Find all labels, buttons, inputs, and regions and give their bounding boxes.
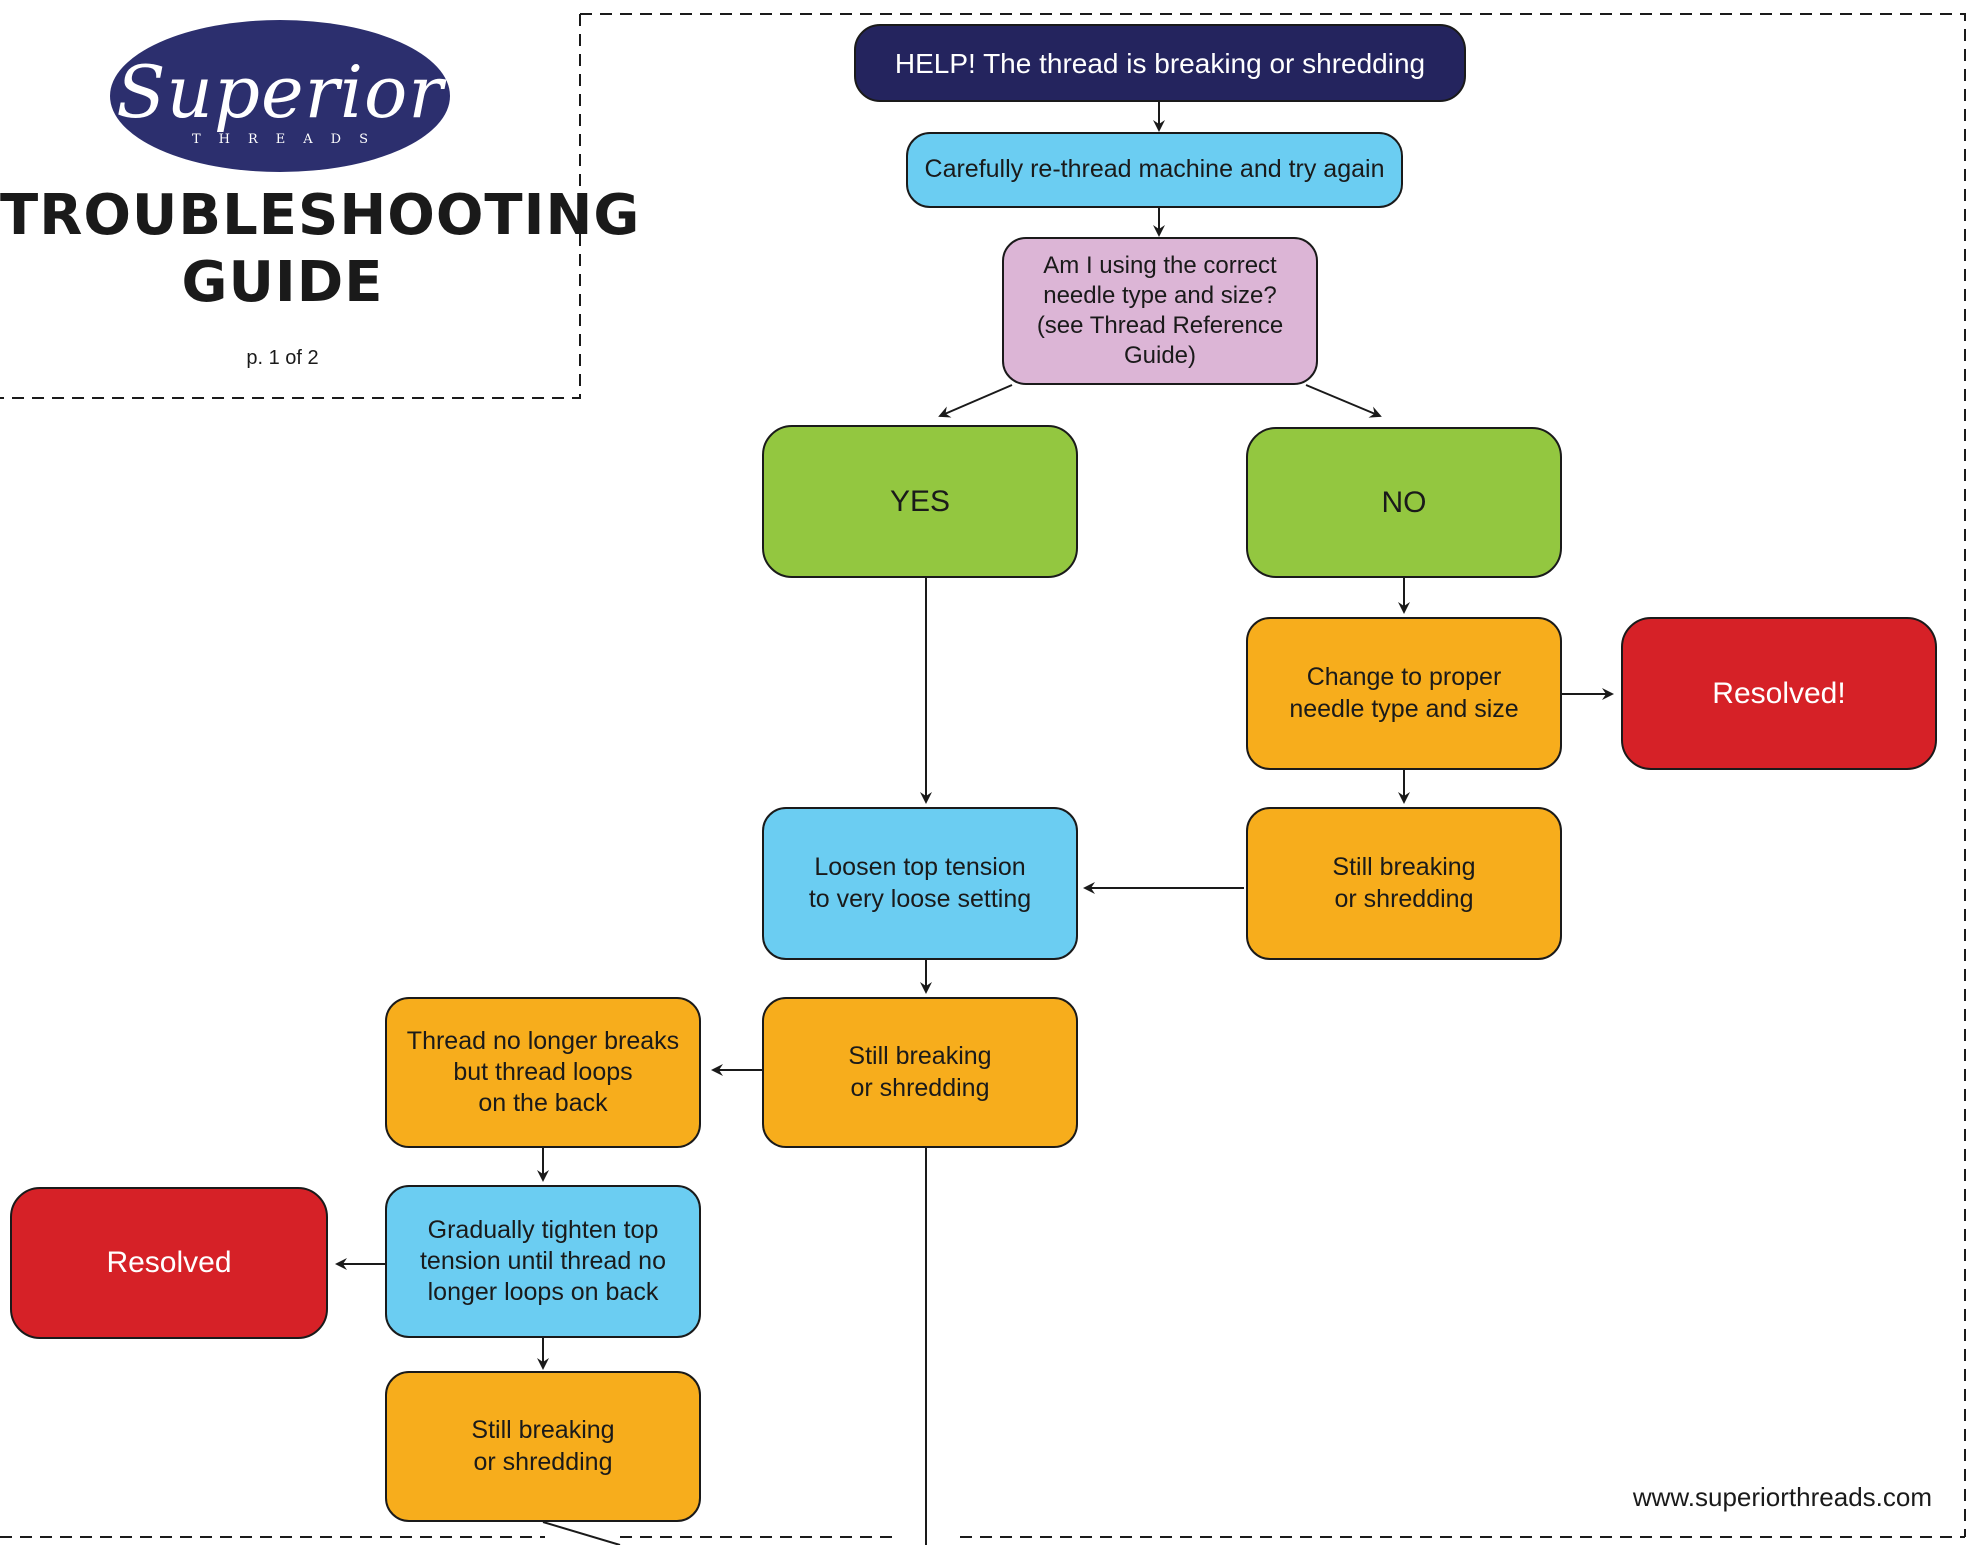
tighten-tension-node: Gradually tighten top tension until thre… xyxy=(385,1185,701,1338)
still-breaking-bottom-node: Still breaking or shredding xyxy=(385,1371,701,1522)
resolved-bottom-node: Resolved xyxy=(10,1187,328,1339)
loops-on-back-node: Thread no longer breaks but thread loops… xyxy=(385,997,701,1148)
yes-node: YES xyxy=(762,425,1078,578)
website-url: www.superiorthreads.com xyxy=(1632,1482,1932,1512)
rethread-node: Carefully re-thread machine and try agai… xyxy=(906,132,1403,208)
header-dashed-border xyxy=(0,13,1966,1537)
connector-still-continue-page2 xyxy=(542,1521,621,1545)
loosen-tension-node: Loosen top tension to very loose setting xyxy=(762,807,1078,960)
logo-wordmark: Superior xyxy=(116,50,444,134)
connector-question-yes xyxy=(938,384,1013,418)
connector-question-no xyxy=(1305,384,1382,418)
still-breaking-right-node: Still breaking or shredding xyxy=(1246,807,1562,960)
needle-question-node: Am I using the correct needle type and s… xyxy=(1002,237,1318,385)
logo-subtext: THREADS xyxy=(191,132,386,147)
change-needle-node: Change to proper needle type and size xyxy=(1246,617,1562,770)
guide-title: TROUBLESHOOTING GUIDE xyxy=(0,183,641,316)
superior-threads-logo: Superior THREADS xyxy=(110,20,450,172)
start-node: HELP! The thread is breaking or shreddin… xyxy=(854,24,1466,102)
page-indicator: p. 1 of 2 xyxy=(246,347,319,369)
still-breaking-mid-node: Still breaking or shredding xyxy=(762,997,1078,1148)
no-node: NO xyxy=(1246,427,1562,578)
resolved-top-node: Resolved! xyxy=(1621,617,1937,770)
